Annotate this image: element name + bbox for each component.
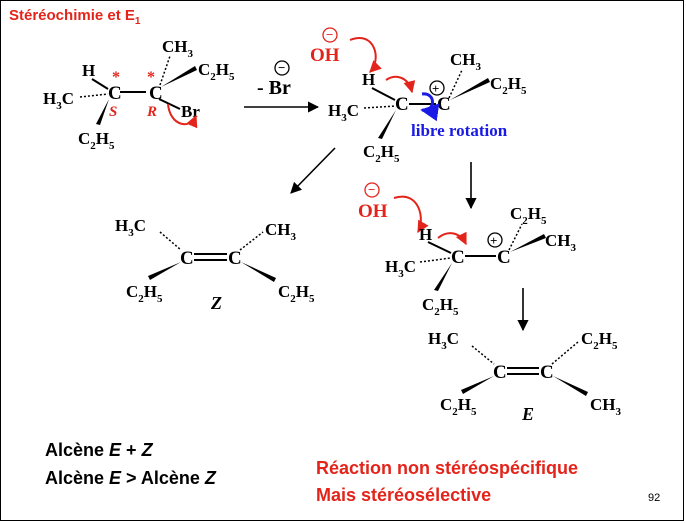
carbocation-2: − OH H C C + H3C C2H5 C2H5 CH3 — [358, 182, 577, 318]
minus-sign: − — [278, 60, 285, 75]
leaving-group: - Br — [257, 77, 291, 99]
group-ch3: CH3 — [162, 37, 194, 60]
svg-text:+: + — [490, 233, 497, 248]
group-c2h5-b: C2H5 — [581, 329, 618, 352]
svg-text:C: C — [451, 247, 465, 268]
svg-text:C: C — [228, 248, 242, 269]
free-rotation-label: libre rotation — [411, 121, 508, 140]
stereo-star-1: * — [112, 69, 120, 86]
z-alkene: H3C CH3 C C C2H5 C2H5 Z — [115, 216, 315, 313]
carbocation-1: − OH H C C + H3C C2H5 CH3 C2H5 libre rot… — [310, 27, 527, 165]
plus-sign: + — [432, 81, 439, 96]
hydroxide-1: OH — [310, 45, 340, 66]
svg-text:C: C — [540, 362, 554, 383]
group-c2h5: C2H5 — [78, 129, 115, 152]
svg-text:C: C — [180, 248, 194, 269]
group-ch3: CH3 — [590, 395, 622, 418]
group-c2h5-b: C2H5 — [198, 60, 235, 83]
atom-h: H — [82, 61, 95, 80]
stereo-star-2: * — [147, 69, 155, 86]
svg-text:C: C — [497, 247, 511, 268]
conclusion-line-1: Alcène E + Z — [45, 440, 153, 460]
group-h3c: H3C — [328, 101, 359, 124]
group-c2h5: C2H5 — [126, 282, 163, 305]
group-c2h5-b: C2H5 — [278, 282, 315, 305]
atom-c-cation: C — [437, 94, 451, 115]
group-ch3: CH3 — [265, 220, 297, 243]
group-ch3: CH3 — [545, 231, 577, 254]
note-non-stereospecific: Réaction non stéréospécifique — [316, 458, 579, 478]
group-c2h5: C2H5 — [440, 395, 477, 418]
svg-text:−: − — [326, 27, 333, 42]
atom-br: Br — [181, 102, 200, 121]
note-stereoselective: Mais stéréosélective — [316, 485, 492, 505]
descriptor-r: R — [146, 104, 157, 120]
isomer-e-label: E — [521, 404, 534, 424]
group-c2h5: C2H5 — [363, 142, 400, 165]
isomer-z-label: Z — [210, 293, 222, 313]
page-number: 92 — [648, 492, 661, 504]
reaction-arrow-1: − - Br — [244, 60, 320, 113]
atom-c-left: C — [395, 94, 409, 115]
group-c2h5-b: C2H5 — [490, 74, 527, 97]
arrow-to-z — [290, 147, 336, 194]
conclusion-line-2: Alcène E > Alcène Z — [45, 468, 216, 488]
slide-title: Stéréochimie et E1 — [9, 7, 141, 27]
group-h3c: H3C — [43, 89, 74, 112]
atom-h: H — [362, 70, 375, 89]
reactant-molecule: C C * * S R H H3C C2H5 CH3 C2H5 Br — [43, 37, 235, 152]
descriptor-s: S — [109, 104, 117, 120]
group-h3c: H3C — [115, 216, 146, 239]
group-c2h5: C2H5 — [422, 295, 459, 318]
hydroxide-2: OH — [358, 201, 388, 222]
group-h3c: H3C — [428, 329, 459, 352]
atom-c1: C — [108, 83, 122, 104]
svg-text:C: C — [493, 362, 507, 383]
e-alkene: H3C C2H5 C C C2H5 CH3 E — [428, 329, 622, 424]
group-c2h5-b: C2H5 — [510, 204, 547, 227]
svg-text:H: H — [419, 225, 432, 244]
group-h3c: H3C — [385, 257, 416, 280]
group-ch3: CH3 — [450, 50, 482, 73]
svg-text:−: − — [368, 182, 375, 197]
